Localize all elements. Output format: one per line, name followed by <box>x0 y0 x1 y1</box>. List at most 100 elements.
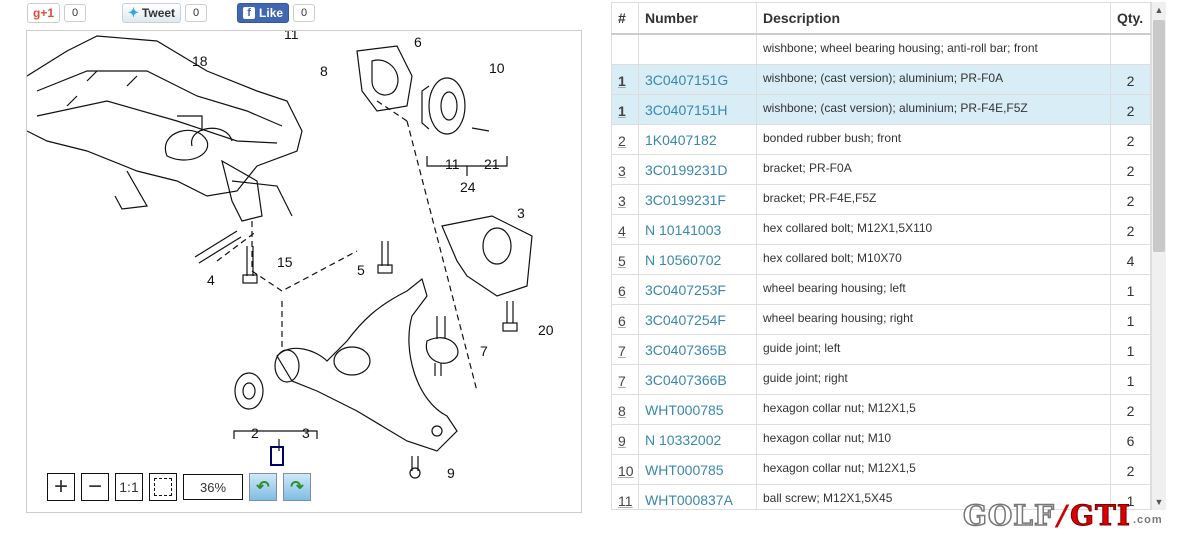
twitter-bird-icon: ✦ <box>128 5 139 20</box>
like-label: Like <box>259 6 284 20</box>
part-number-link[interactable]: N 10141003 <box>638 213 757 245</box>
scrollbar-thumb[interactable] <box>1153 20 1165 252</box>
row-number: 1 <box>611 93 639 125</box>
reset-zoom-label: 1:1 <box>119 479 139 495</box>
row-number: 8 <box>611 393 639 425</box>
part-description: bracket; PR-F0A <box>756 153 1111 185</box>
part-description: hex collared bolt; M12X1,5X110 <box>756 213 1111 245</box>
row-number: 6 <box>611 273 639 305</box>
gplus-button[interactable]: g+1 <box>27 3 61 23</box>
part-number-link[interactable]: 3C0407151H <box>638 93 757 125</box>
part-number-link[interactable]: 3C0199231F <box>638 183 757 215</box>
row-number: 5 <box>611 243 639 275</box>
part-quantity <box>1110 33 1151 65</box>
row-number: 7 <box>611 333 639 365</box>
callout-label: 4 <box>207 272 215 288</box>
part-description: wishbone; wheel bearing housing; anti-ro… <box>756 33 1111 65</box>
tweet-button[interactable]: ✦Tweet <box>122 3 182 23</box>
table-row[interactable]: wishbone; wheel bearing housing; anti-ro… <box>611 33 1151 65</box>
callout-label: 5 <box>357 262 365 278</box>
part-number-link[interactable]: 3C0407254F <box>638 303 757 335</box>
parts-table: # Number Description Qty. wishbone; whee… <box>611 2 1151 510</box>
part-description: hexagon collar nut; M10 <box>756 423 1111 455</box>
column-header-description: Description <box>756 2 1111 35</box>
exploded-parts-diagram: 18 11 6 8 10 11 21 24 3 5 15 4 20 7 2 3 … <box>27 31 554 481</box>
row-number: 3 <box>611 153 639 185</box>
row-number: 3 <box>611 183 639 215</box>
fit-to-screen-button[interactable] <box>149 473 177 501</box>
part-number-link[interactable]: 3C0407253F <box>638 273 757 305</box>
wishbone <box>276 277 458 452</box>
callout-label: 15 <box>277 254 293 270</box>
wheel-hub <box>428 77 466 135</box>
part-number-link[interactable]: WHT000785 <box>638 393 757 425</box>
scroll-up-icon[interactable]: ▲ <box>1154 5 1164 15</box>
callout-label: 18 <box>192 53 208 69</box>
row-number: 4 <box>611 213 639 245</box>
part-quantity: 2 <box>1110 93 1151 125</box>
selected-marker[interactable] <box>270 446 284 466</box>
part-number-link[interactable] <box>638 33 757 65</box>
part-number-link[interactable]: N 10560702 <box>638 243 757 275</box>
part-number-link[interactable]: 3C0407366B <box>638 363 757 395</box>
tweet-count: 0 <box>185 4 208 22</box>
callout-label: 11 <box>445 156 460 172</box>
callout-label: 2 <box>251 425 259 441</box>
part-quantity: 6 <box>1110 423 1151 455</box>
part-quantity: 1 <box>1110 363 1151 395</box>
part-description: guide joint; right <box>756 363 1111 395</box>
rotate-right-button[interactable]: ↷ <box>283 473 311 501</box>
part-description: wheel bearing housing; left <box>756 273 1111 305</box>
part-number-link[interactable]: 1K0407182 <box>638 123 757 155</box>
reset-zoom-button[interactable]: 1:1 <box>115 473 143 501</box>
callout-label: 3 <box>302 425 310 441</box>
row-number: 11 <box>611 483 639 510</box>
gplus-label: g+1 <box>33 6 55 20</box>
callout-label: 21 <box>484 156 500 172</box>
part-number-link[interactable]: 3C0407151G <box>638 63 757 95</box>
logo-text-gti: GTI <box>1070 498 1131 532</box>
zoom-in-button[interactable]: + <box>47 473 75 501</box>
part-number-link[interactable]: 3C0199231D <box>638 153 757 185</box>
rotate-left-button[interactable]: ↶ <box>249 473 277 501</box>
part-quantity: 2 <box>1110 453 1151 485</box>
zoom-out-button[interactable]: − <box>81 473 109 501</box>
row-number: 1 <box>611 63 639 95</box>
facebook-icon: f <box>243 7 256 19</box>
part-number-link[interactable]: WHT000837A <box>638 483 757 510</box>
part-quantity: 1 <box>1110 483 1151 510</box>
part-description: hexagon collar nut; M12X1,5 <box>756 453 1111 485</box>
column-header-part-number: Number <box>638 2 757 35</box>
part-number-link[interactable]: WHT000785 <box>638 453 757 485</box>
table-scrollbar[interactable]: ▲ ▼ <box>1151 2 1166 510</box>
callout-label: 6 <box>414 34 422 50</box>
column-header-quantity: Qty. <box>1110 2 1151 35</box>
golf-gti-logo: GOLF / GTI .com <box>962 498 1163 533</box>
part-description: hexagon collar nut; M12X1,5 <box>756 393 1111 425</box>
parts-diagram-viewer[interactable]: 18 11 6 8 10 11 21 24 3 5 15 4 20 7 2 3 … <box>26 30 582 513</box>
part-number-link[interactable]: N 10332002 <box>638 423 757 455</box>
scroll-down-icon[interactable]: ▼ <box>1154 497 1164 507</box>
part-description: wishbone; (cast version); aluminium; PR-… <box>756 63 1111 95</box>
bolt-4 <box>194 230 242 264</box>
part-number-link[interactable]: 3C0407365B <box>638 333 757 365</box>
row-number: 7 <box>611 363 639 395</box>
part-quantity: 1 <box>1110 333 1151 365</box>
logo-text-com: .com <box>1132 514 1163 526</box>
